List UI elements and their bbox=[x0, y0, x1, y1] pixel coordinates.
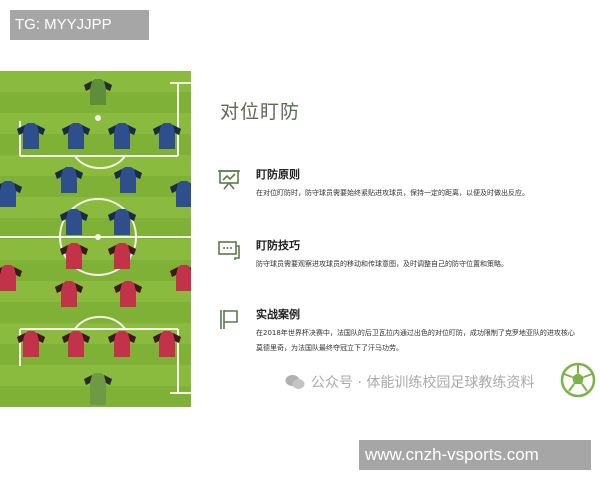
page-title: 对位盯防 bbox=[220, 101, 301, 123]
player-jersey-icon bbox=[62, 331, 90, 357]
player-jersey-icon bbox=[0, 181, 22, 207]
presentation-chart-icon bbox=[218, 170, 240, 190]
player-jersey-icon bbox=[153, 123, 181, 149]
goalkeeper-top-jersey-icon bbox=[84, 79, 112, 105]
pitch-lines bbox=[0, 82, 191, 394]
player-jersey-icon bbox=[108, 209, 136, 235]
soccer-ball-icon bbox=[560, 362, 596, 398]
watermark-text: 公众号 · 体能训练校园足球教练资料 bbox=[311, 375, 535, 391]
player-jersey-icon bbox=[108, 243, 136, 269]
section-title: 盯防技巧 bbox=[256, 239, 300, 252]
section-description: 在2018年世界杯决赛中，法国队的后卫瓦拉内通过出色的对位盯防，成功限制了克罗地… bbox=[256, 329, 575, 352]
pitch-formation-diagram bbox=[0, 71, 191, 407]
section-description: 防守球员需要观察进攻球员的移动和传球意图，及时调整自己的防守位置和策略。 bbox=[256, 260, 508, 268]
player-jersey-icon bbox=[62, 123, 90, 149]
player-jersey-icon bbox=[60, 209, 88, 235]
section-title: 实战案例 bbox=[256, 308, 300, 321]
player-jersey-icon bbox=[108, 331, 136, 357]
wechat-icon bbox=[285, 375, 305, 389]
player-jersey-icon bbox=[170, 181, 191, 207]
player-jersey-icon bbox=[55, 167, 83, 193]
section-description: 在对位盯防时，防守球员需要始终紧贴进攻球员，保持一定的距离，以便及时做出反应。 bbox=[256, 189, 529, 197]
player-jersey-icon bbox=[108, 123, 136, 149]
player-jersey-icon bbox=[17, 123, 45, 149]
wechat-watermark: 公众号 · 体能训练校园足球教练资料 bbox=[285, 372, 534, 392]
player-jersey-icon bbox=[55, 281, 83, 307]
player-jersey-icon bbox=[153, 331, 181, 357]
chat-bubbles-icon bbox=[218, 241, 240, 260]
goalkeeper-bottom-jersey-icon bbox=[84, 373, 112, 405]
player-jersey-icon bbox=[0, 265, 22, 291]
player-jersey-icon bbox=[114, 167, 142, 193]
tg-badge: TG: MYYJJPP bbox=[10, 10, 149, 40]
flag-icon bbox=[220, 310, 238, 329]
section-title: 盯防原则 bbox=[256, 168, 300, 181]
player-jersey-icon bbox=[17, 331, 45, 357]
player-jersey-icon bbox=[60, 243, 88, 269]
site-url-badge: www.cnzh-vsports.com bbox=[359, 440, 591, 470]
player-jersey-icon bbox=[114, 281, 142, 307]
player-jersey-icon bbox=[170, 265, 191, 291]
